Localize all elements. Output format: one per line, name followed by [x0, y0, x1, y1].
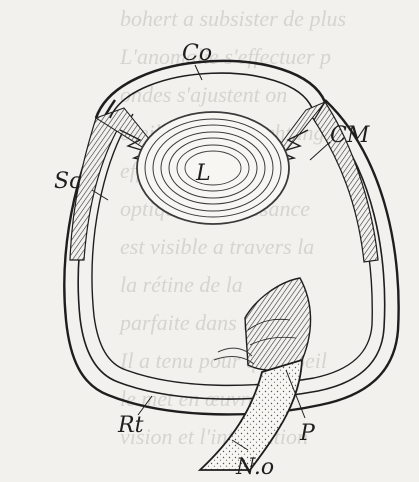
lens: [137, 112, 289, 224]
label-ciliary-muscle: CM: [330, 123, 370, 148]
cornea: [96, 61, 325, 118]
label-lens: L: [195, 161, 211, 186]
label-retina: Rt: [117, 413, 144, 438]
label-papilla: P: [299, 421, 316, 446]
label-cornea: Co: [182, 41, 212, 66]
label-optic-nerve: N.o: [235, 455, 274, 480]
pecten: [214, 278, 311, 370]
label-sclera: Sc: [54, 169, 81, 194]
